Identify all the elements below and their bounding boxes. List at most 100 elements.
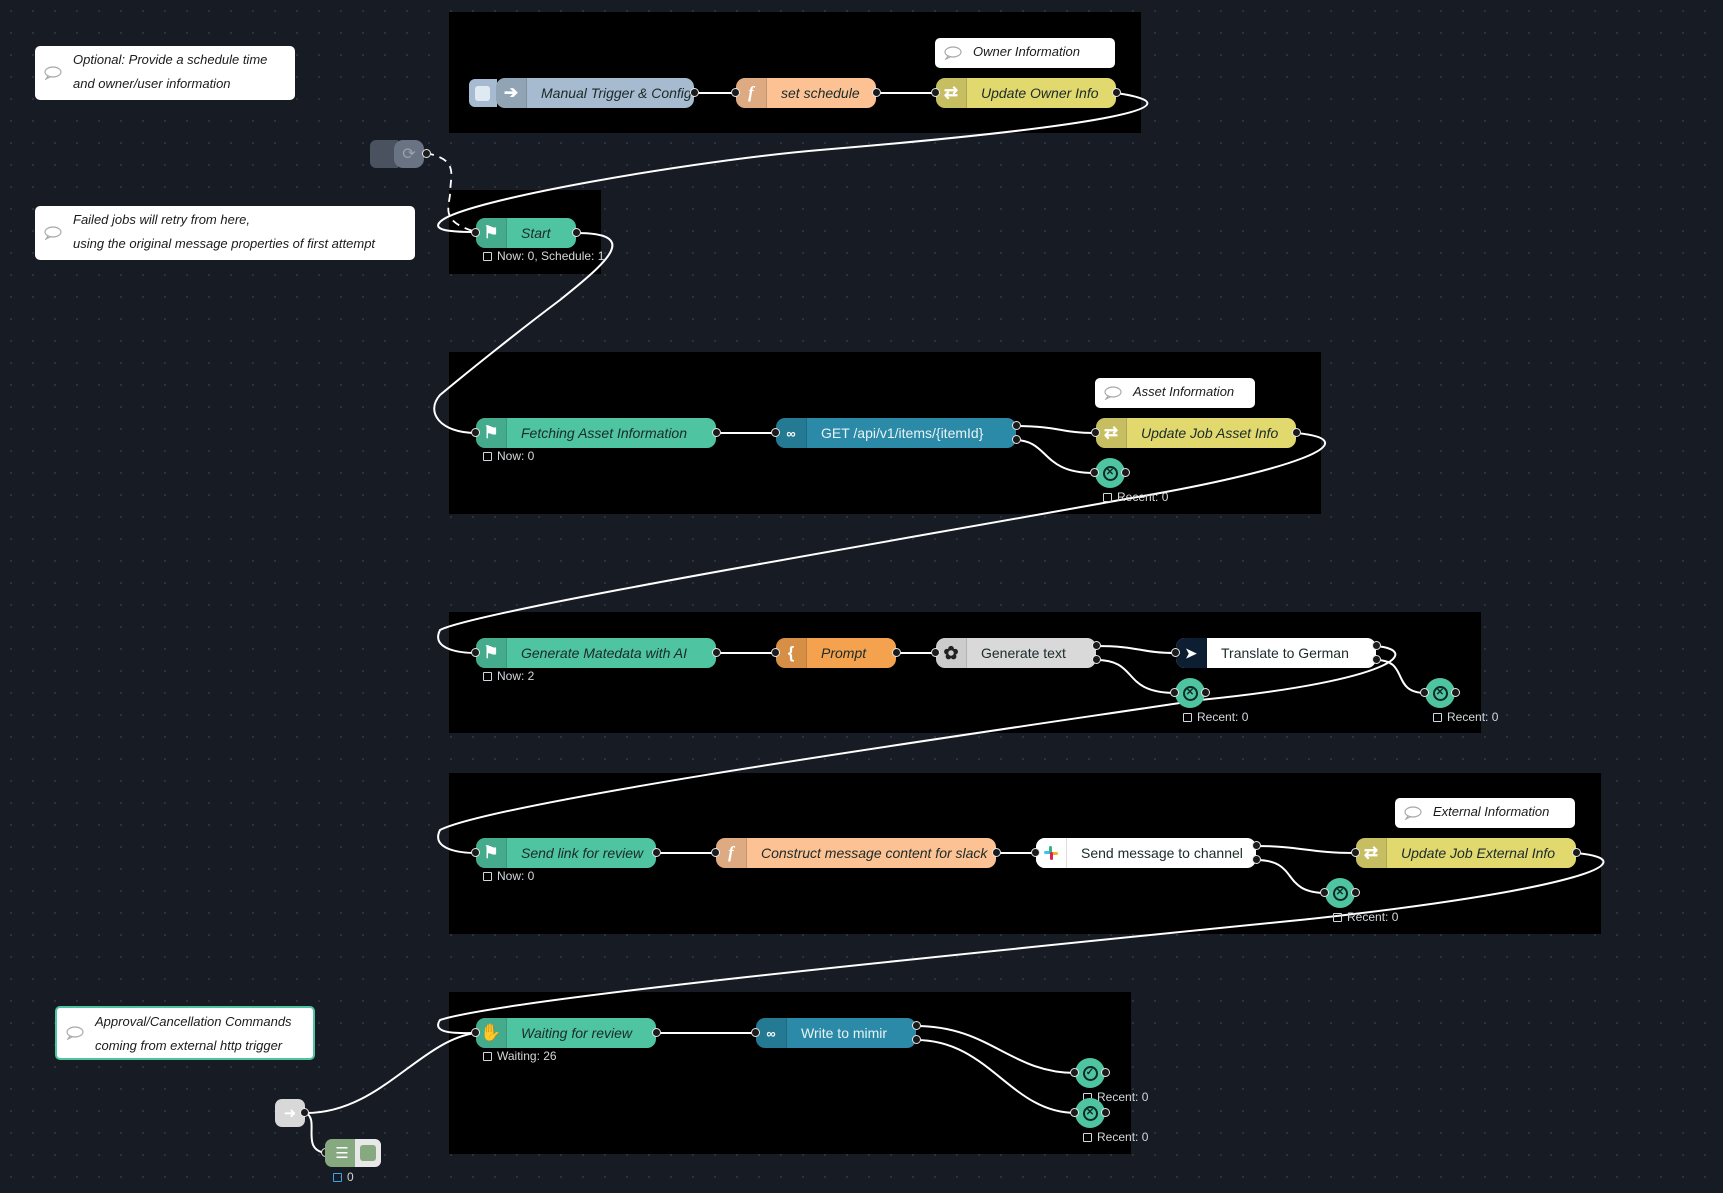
output-port[interactable]	[1292, 428, 1301, 437]
input-port[interactable]	[1170, 688, 1179, 697]
status-text: Now: 0, Schedule: 1	[497, 249, 605, 263]
input-port[interactable]	[931, 648, 940, 657]
output-port[interactable]	[1101, 1108, 1110, 1117]
input-port[interactable]	[711, 848, 720, 857]
catch-node[interactable]: ⟳	[370, 140, 431, 168]
node-construct-message[interactable]: f Construct message content for slack	[711, 838, 1001, 868]
output-port[interactable]	[1451, 688, 1460, 697]
comment-external-info[interactable]: External Information	[1395, 798, 1575, 828]
x-circle-icon: ✕	[1182, 685, 1198, 701]
output-port[interactable]	[1351, 888, 1360, 897]
node-get-api[interactable]: ∞ GET /api/v1/items/{itemId}	[771, 418, 1021, 448]
output-port[interactable]	[1201, 688, 1210, 697]
output-port[interactable]	[690, 88, 699, 97]
node-send-message[interactable]: Send message to channel	[1031, 838, 1261, 868]
node-label: Generate Matedata with AI	[521, 645, 688, 661]
group-ai[interactable]	[449, 612, 1481, 733]
input-port[interactable]	[1171, 648, 1180, 657]
output-port[interactable]	[712, 648, 721, 657]
error-node-asset[interactable]: ✕	[1090, 458, 1130, 488]
input-port[interactable]	[1070, 1108, 1079, 1117]
input-port[interactable]	[471, 1028, 480, 1037]
output-port-success[interactable]	[1252, 841, 1261, 850]
output-port-error[interactable]	[1012, 435, 1021, 444]
node-manual-trigger[interactable]: ➔ Manual Trigger & Config	[496, 78, 699, 108]
output-port[interactable]	[1121, 468, 1130, 477]
error-node-external[interactable]: ✕	[1320, 878, 1360, 908]
input-port[interactable]	[471, 648, 480, 657]
node-update-owner-info[interactable]: ⇄ Update Owner Info	[931, 78, 1121, 108]
node-update-job-external[interactable]: ⇄ Update Job External Info	[1351, 838, 1581, 868]
node-write-mimir[interactable]: ∞ Write to mimir	[751, 1018, 921, 1048]
input-port[interactable]	[1031, 848, 1040, 857]
output-port[interactable]	[992, 848, 1001, 857]
error-node-mimir[interactable]: ✕	[1070, 1098, 1110, 1128]
node-translate-german[interactable]: ➤ Translate to German	[1171, 638, 1381, 668]
output-port-success[interactable]	[1092, 641, 1101, 650]
speech-bubble-icon	[44, 66, 62, 80]
http-icon: ∞	[756, 1018, 787, 1048]
input-port[interactable]	[771, 648, 780, 657]
output-port[interactable]	[872, 88, 881, 97]
input-port[interactable]	[771, 428, 780, 437]
status-start: Now: 0, Schedule: 1	[483, 249, 604, 263]
debug-toggle-button[interactable]	[355, 1139, 381, 1167]
http-in-node[interactable]: ➜	[275, 1099, 309, 1127]
output-port-success[interactable]	[1012, 421, 1021, 430]
comment-schedule[interactable]: Optional: Provide a schedule time and ow…	[35, 46, 295, 100]
comment-asset-info[interactable]: Asset Information	[1095, 378, 1255, 408]
node-fetching-asset[interactable]: ⚑ Fetching Asset Information	[471, 418, 721, 448]
output-port-error[interactable]	[1092, 655, 1101, 664]
output-port[interactable]	[1572, 848, 1581, 857]
input-port[interactable]	[471, 228, 480, 237]
debug-node[interactable]: ☰	[321, 1139, 381, 1167]
shuffle-icon: ⇄	[1356, 838, 1387, 868]
comment-retry[interactable]: Failed jobs will retry from here, using …	[35, 206, 415, 260]
node-generate-metadata[interactable]: ⚑ Generate Matedata with AI	[471, 638, 721, 668]
error-node-translate[interactable]: ✕	[1420, 678, 1460, 708]
group-waiting[interactable]	[449, 992, 1131, 1154]
node-set-schedule[interactable]: f set schedule	[731, 78, 881, 108]
node-waiting-review[interactable]: ✋ Waiting for review	[471, 1018, 661, 1048]
input-port[interactable]	[731, 88, 740, 97]
output-port[interactable]	[1112, 88, 1121, 97]
ok-node-mimir[interactable]: ✓	[1070, 1058, 1110, 1088]
speech-bubble-icon	[1104, 386, 1122, 400]
node-send-link[interactable]: ⚑ Send link for review	[471, 838, 661, 868]
output-port[interactable]	[652, 1028, 661, 1037]
output-port[interactable]	[300, 1108, 309, 1117]
node-start[interactable]: ⚑ Start	[471, 218, 581, 248]
output-port[interactable]	[712, 428, 721, 437]
group-owner[interactable]	[449, 12, 1141, 133]
output-port[interactable]	[652, 848, 661, 857]
input-port[interactable]	[931, 88, 940, 97]
input-port[interactable]	[751, 1028, 760, 1037]
node-generate-text[interactable]: ✿ Generate text	[931, 638, 1101, 668]
inject-button[interactable]	[469, 79, 497, 107]
output-port-error[interactable]	[1372, 655, 1381, 664]
node-update-job-asset[interactable]: ⇄ Update Job Asset Info	[1091, 418, 1301, 448]
output-port[interactable]	[892, 648, 901, 657]
error-node-generate[interactable]: ✕	[1170, 678, 1210, 708]
output-port-error[interactable]	[912, 1035, 921, 1044]
status-text: Recent: 0	[1097, 1090, 1149, 1104]
input-port[interactable]	[1351, 848, 1360, 857]
comment-owner-info[interactable]: Owner Information	[935, 38, 1115, 68]
output-port[interactable]	[422, 149, 431, 158]
input-port[interactable]	[1091, 428, 1100, 437]
output-port-success[interactable]	[912, 1021, 921, 1030]
node-prompt[interactable]: { Prompt	[771, 638, 901, 668]
input-port[interactable]	[1420, 688, 1429, 697]
output-port[interactable]	[1101, 1068, 1110, 1077]
comment-approval[interactable]: Approval/Cancellation Commands coming fr…	[55, 1006, 315, 1060]
output-port[interactable]	[572, 228, 581, 237]
output-port-error[interactable]	[1252, 855, 1261, 864]
input-port[interactable]	[1090, 468, 1099, 477]
input-port[interactable]	[471, 848, 480, 857]
input-port[interactable]	[1320, 888, 1329, 897]
comment-line: and owner/user information	[73, 76, 231, 91]
input-port[interactable]	[1070, 1068, 1079, 1077]
output-port-success[interactable]	[1372, 641, 1381, 650]
input-port[interactable]	[471, 428, 480, 437]
